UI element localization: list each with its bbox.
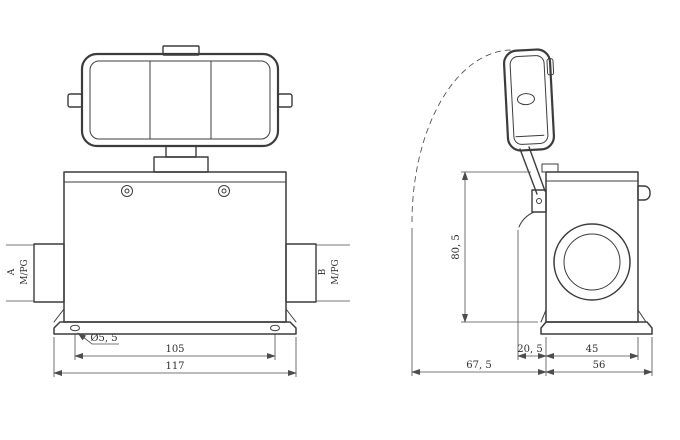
side-cover-hinge-line [515,134,545,138]
side-dimensions: 80, 5 20, 5 45 67, 5 56 [411,171,653,376]
open-clearance-value: 67, 5 [466,360,491,371]
latch-foot [153,156,209,173]
hole-spacing-value: 105 [165,344,184,355]
base-mounting-hole-left [70,324,80,332]
cover-outer-outline [80,52,280,148]
screw-pin-right [221,188,227,194]
side-cover-open [502,48,556,152]
side-cover-outer [502,48,556,152]
hole-diameter-leader [77,332,119,345]
front-view: A M/PG B M/PG Ø5, 5 105 117 [6,45,350,377]
side-rear-tab [637,185,651,201]
side-base-bevels [540,309,647,323]
port-a-thread-label: M/PG [20,259,30,285]
cable-boss-inner-circle [563,233,621,291]
height-value: 80, 5 [451,234,462,259]
cable-boss-outer-circle [553,223,631,301]
port-label-ticks [6,244,350,302]
body-latch-catch [541,163,559,173]
front-dimensions: Ø5, 5 105 117 [53,332,297,377]
cable-entry-a [33,243,65,303]
body-outline [63,171,287,323]
overall-width-value: 117 [165,361,184,372]
lever-pivot-pin [536,198,542,204]
side-lever [518,146,547,228]
base-mounting-hole-right [270,324,280,332]
side-cover-peg-hole [516,93,535,106]
front-port-labels: A M/PG B M/PG [6,244,350,302]
cover-right-peg [277,93,293,108]
front-latch [153,145,209,173]
lever-arms [519,146,546,195]
front-body [33,171,317,335]
height-extensions [461,171,538,323]
cover-swing-arc [411,49,513,223]
port-b-label: B [318,268,328,275]
front-cover [67,45,293,148]
side-view: 80, 5 20, 5 45 67, 5 56 [411,48,653,376]
base-depth-value: 56 [593,360,606,371]
side-cover-inner [509,55,549,145]
screw-pin-left [124,188,130,194]
body-depth-value: 45 [586,344,599,355]
screw-hole-right [218,185,230,197]
port-a-label: A [7,268,17,276]
side-base-flange [540,321,653,335]
cover-panel-dividers [149,60,212,140]
latch-neck [165,145,197,158]
lever-pivot-block [531,189,547,213]
cable-entry-b [285,243,317,303]
side-cover-catch [546,58,555,76]
port-b-thread-label: M/PG [331,259,341,285]
side-body [540,163,653,335]
base-flange [53,321,297,335]
base-bevel-lines [53,308,297,323]
lever-offset-value: 20, 5 [517,344,542,355]
hole-diameter-value: Ø5, 5 [90,333,117,344]
cover-left-peg [67,93,83,108]
lever-hook [518,211,535,228]
cover-inner-outline [89,60,271,140]
screw-hole-left [121,185,133,197]
